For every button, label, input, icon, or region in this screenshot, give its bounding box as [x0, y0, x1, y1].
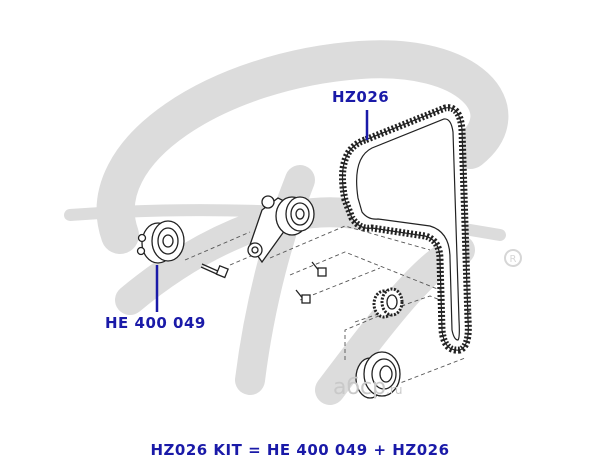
bolt-1 — [200, 263, 229, 279]
site-watermark: абср.ru — [333, 375, 402, 400]
large-pulley — [355, 351, 401, 399]
watermark-main: абср — [333, 375, 387, 400]
leader-lines — [155, 110, 369, 312]
kit-formula: HZ026 KIT = HE 400 049 + HZ026 — [150, 441, 450, 459]
idler-part-label: HE 400 049 — [105, 314, 206, 332]
crank-sprocket — [372, 287, 404, 319]
registered-mark-icon: R — [504, 249, 522, 267]
timing-belt — [339, 104, 472, 354]
bolt-2 — [311, 261, 327, 277]
svg-text:R: R — [510, 254, 517, 265]
watermark-suffix: .ru — [386, 383, 403, 397]
belt-part-label: HZ026 — [332, 88, 390, 106]
idler-pulley — [136, 220, 185, 264]
tensioner-pulley — [247, 195, 315, 264]
bolt-3 — [295, 289, 311, 304]
